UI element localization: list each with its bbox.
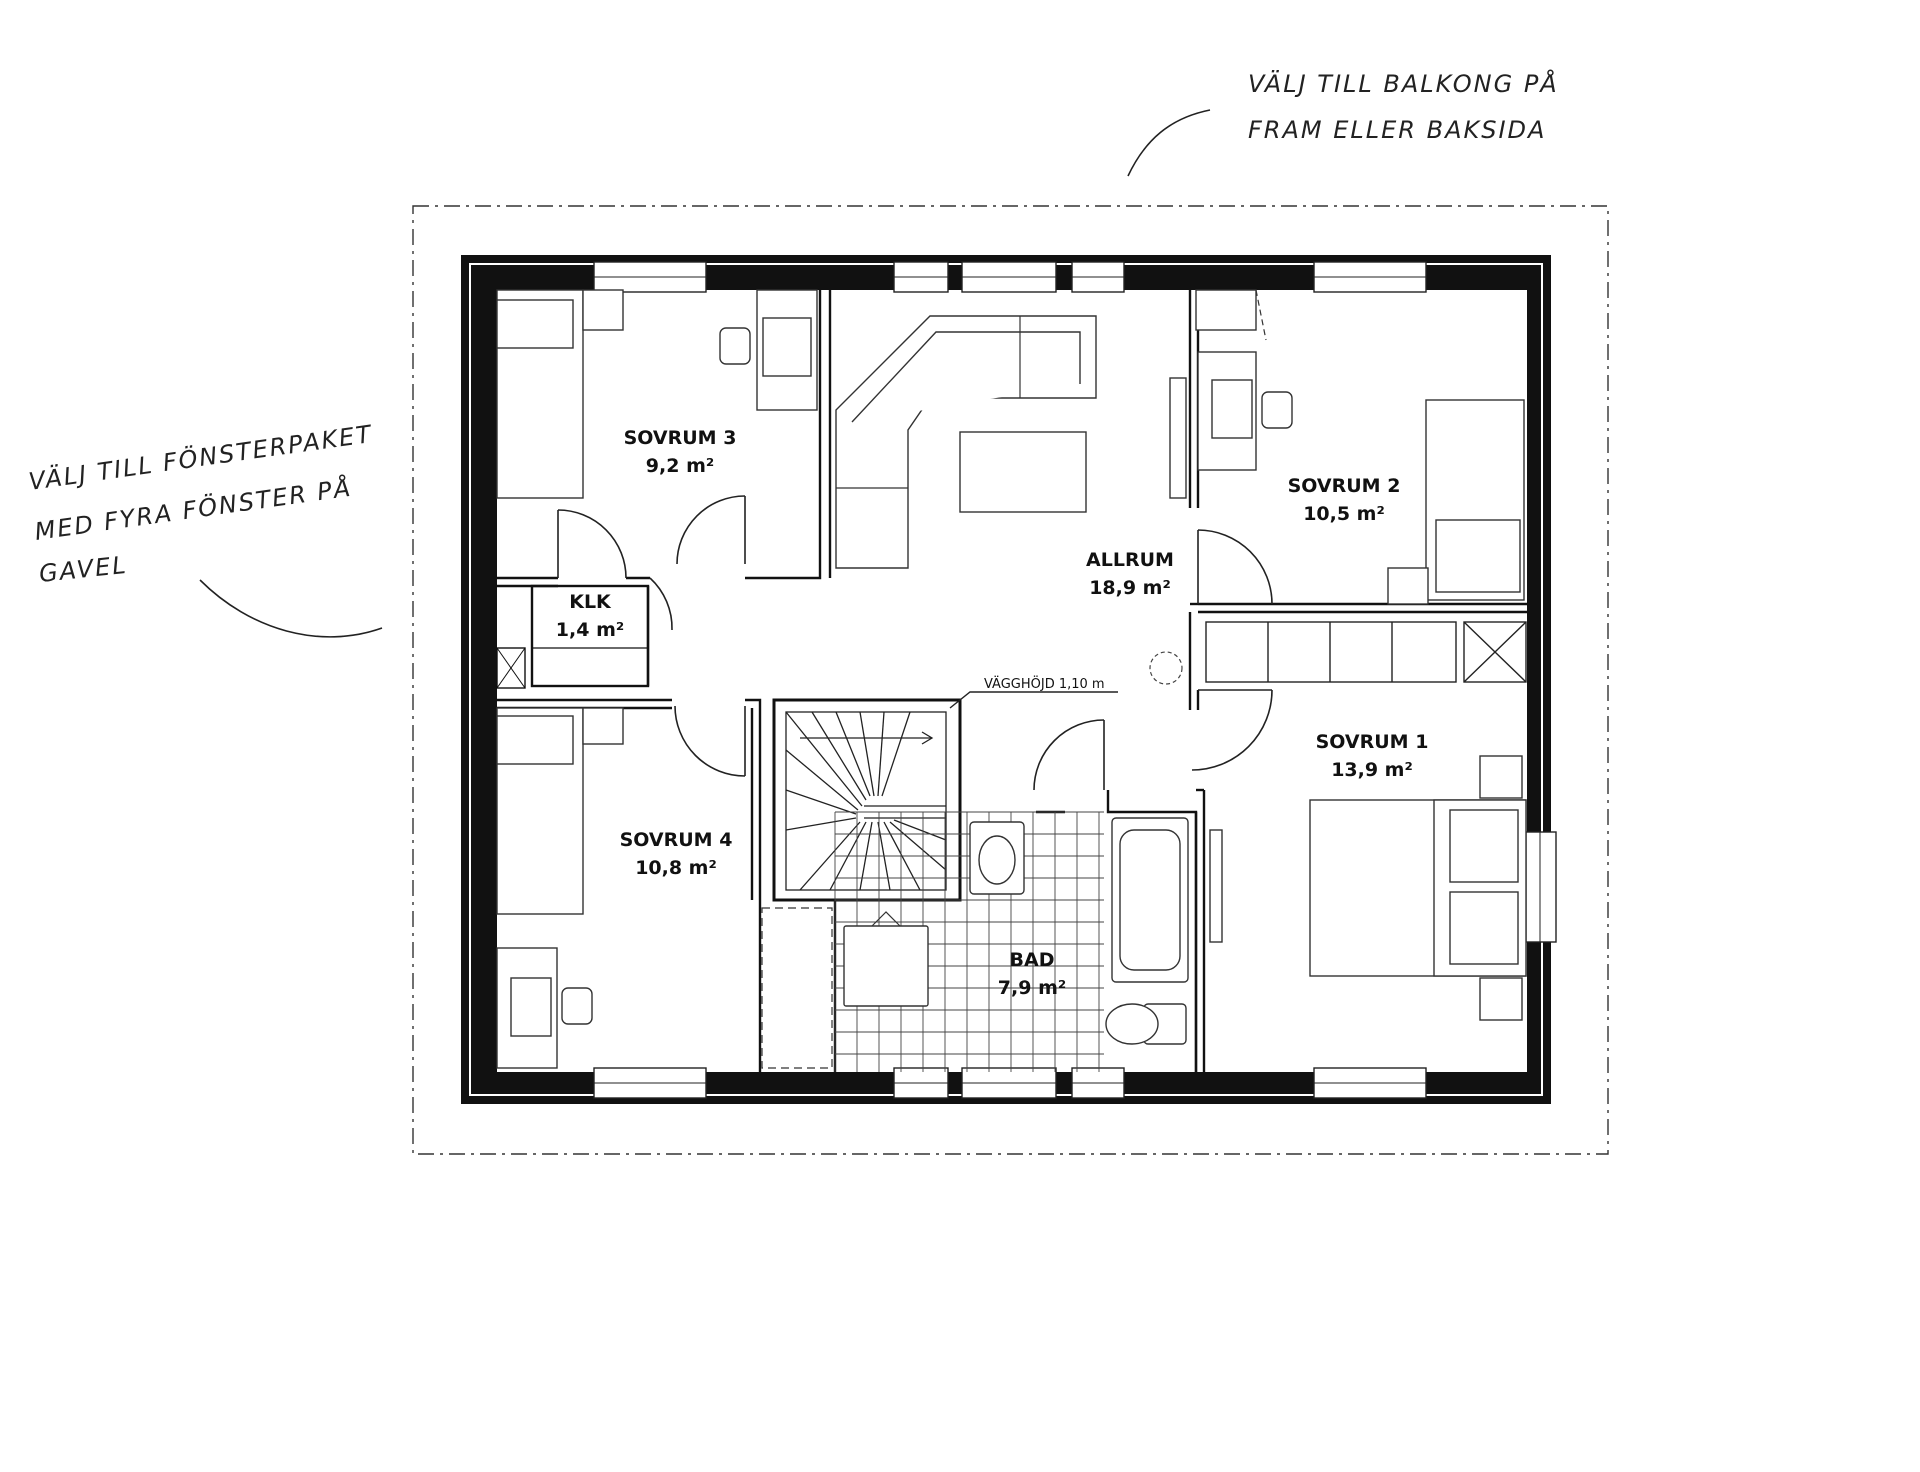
allrum-area: 18,9 m²: [1089, 577, 1171, 599]
bathroom-fixtures: [843, 651, 1223, 1045]
window-package-annotation: VÄLJ TILL FÖNSTERPAKET MED FYRA FÖNSTER …: [27, 419, 383, 638]
sovrum2-name: SOVRUM 2: [1288, 475, 1401, 497]
roof-hatch-icon: [1149, 651, 1183, 685]
sovrum4-furniture: [496, 707, 833, 1069]
doors: [557, 495, 1273, 791]
sovrum2-area: 10,5 m²: [1303, 503, 1385, 525]
klk-name: KLK: [569, 591, 612, 613]
balcony-note-pointer: [1127, 109, 1211, 177]
sovrum4-area: 10,8 m²: [635, 857, 717, 879]
balcony-annotation: VÄLJ TILL BALKONG PÅ FRAM ELLER BAKSIDA: [1127, 69, 1559, 177]
window-note-pointer: [199, 579, 383, 638]
balcony-note-line-2: FRAM ELLER BAKSIDA: [1248, 116, 1546, 144]
wall-height-label: VÄGGHÖJD 1,10 m: [984, 675, 1105, 692]
balcony-note-line-1: VÄLJ TILL BALKONG PÅ: [1248, 69, 1559, 98]
sovrum3-name: SOVRUM 3: [624, 427, 737, 449]
wall-height-note: VÄGGHÖJD 1,10 m: [949, 675, 1118, 709]
bad-name: BAD: [1010, 949, 1055, 971]
wardrobe: [1205, 621, 1527, 683]
allrum-name: ALLRUM: [1086, 549, 1174, 571]
sovrum3-furniture: [496, 289, 818, 499]
sovrum2-furniture: [1195, 289, 1525, 605]
roof-outline: [412, 205, 1609, 1155]
klk-area: 1,4 m²: [556, 619, 624, 641]
staircase: [785, 711, 947, 891]
sovrum3-area: 9,2 m²: [646, 455, 714, 477]
sovrum1-area: 13,9 m²: [1331, 759, 1413, 781]
window-sills: [594, 276, 1541, 1084]
window-note-line-3: GAVEL: [38, 551, 129, 588]
sovrum1-furniture: [1309, 755, 1527, 1021]
sovrum4-name: SOVRUM 4: [620, 829, 733, 851]
room-labels: SOVRUM 3 9,2 m² KLK 1,4 m² ALLRUM 18,9 m…: [556, 427, 1429, 999]
bad-area: 7,9 m²: [998, 977, 1066, 999]
sovrum1-name: SOVRUM 1: [1316, 731, 1429, 753]
allrum-furniture: [835, 315, 1187, 569]
